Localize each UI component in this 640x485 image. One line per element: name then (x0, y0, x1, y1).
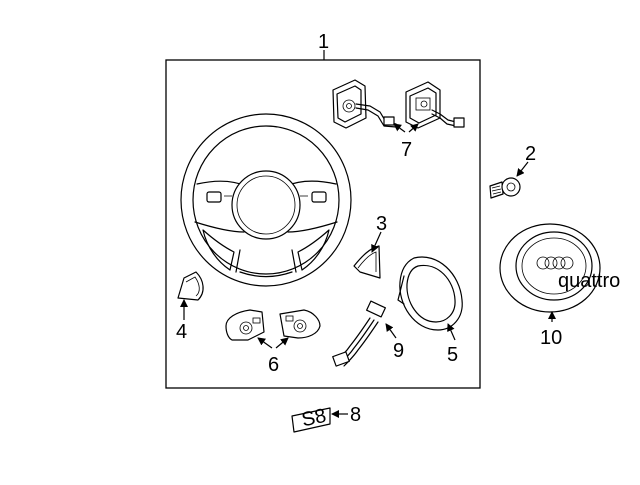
leader-2 (516, 161, 529, 177)
bolt-part-2 (489, 177, 521, 199)
steering-wheel (180, 113, 352, 287)
leader-6a (257, 337, 273, 349)
assembly-frame (165, 59, 481, 389)
leader-7a (393, 123, 406, 133)
switch-left-part-7 (332, 79, 397, 129)
callout-3: 3 (376, 213, 387, 235)
callout-4: 4 (176, 321, 187, 343)
leader-3 (371, 231, 382, 253)
callout-7: 7 (401, 139, 412, 161)
callout-2: 2 (525, 143, 536, 165)
control-switch-right-part-6 (279, 309, 321, 339)
badge-part-8: S8 (291, 405, 331, 433)
trim-cover-part-3 (353, 245, 381, 279)
leader-9 (385, 323, 397, 339)
airbag-logo-text: quattro (558, 270, 620, 292)
airbag-part-10: quattro (499, 223, 620, 313)
callout-5: 5 (447, 344, 458, 366)
leader-5 (447, 323, 456, 341)
rings-logo-icon (536, 256, 574, 270)
switch-right-part-7 (405, 81, 465, 129)
callout-10: 10 (540, 327, 562, 349)
callout-1: 1 (318, 31, 329, 53)
trim-cover-part-4 (177, 271, 204, 301)
control-switch-left-part-6 (225, 309, 265, 341)
callout-9: 9 (393, 340, 404, 362)
callout-8: 8 (350, 404, 361, 426)
badge-text: S8 (300, 405, 329, 432)
callout-6: 6 (268, 354, 279, 376)
leader-7b (408, 123, 419, 133)
wiring-harness-part-9 (332, 300, 386, 367)
shroud-part-5 (397, 256, 463, 331)
leader-6b (275, 337, 289, 349)
